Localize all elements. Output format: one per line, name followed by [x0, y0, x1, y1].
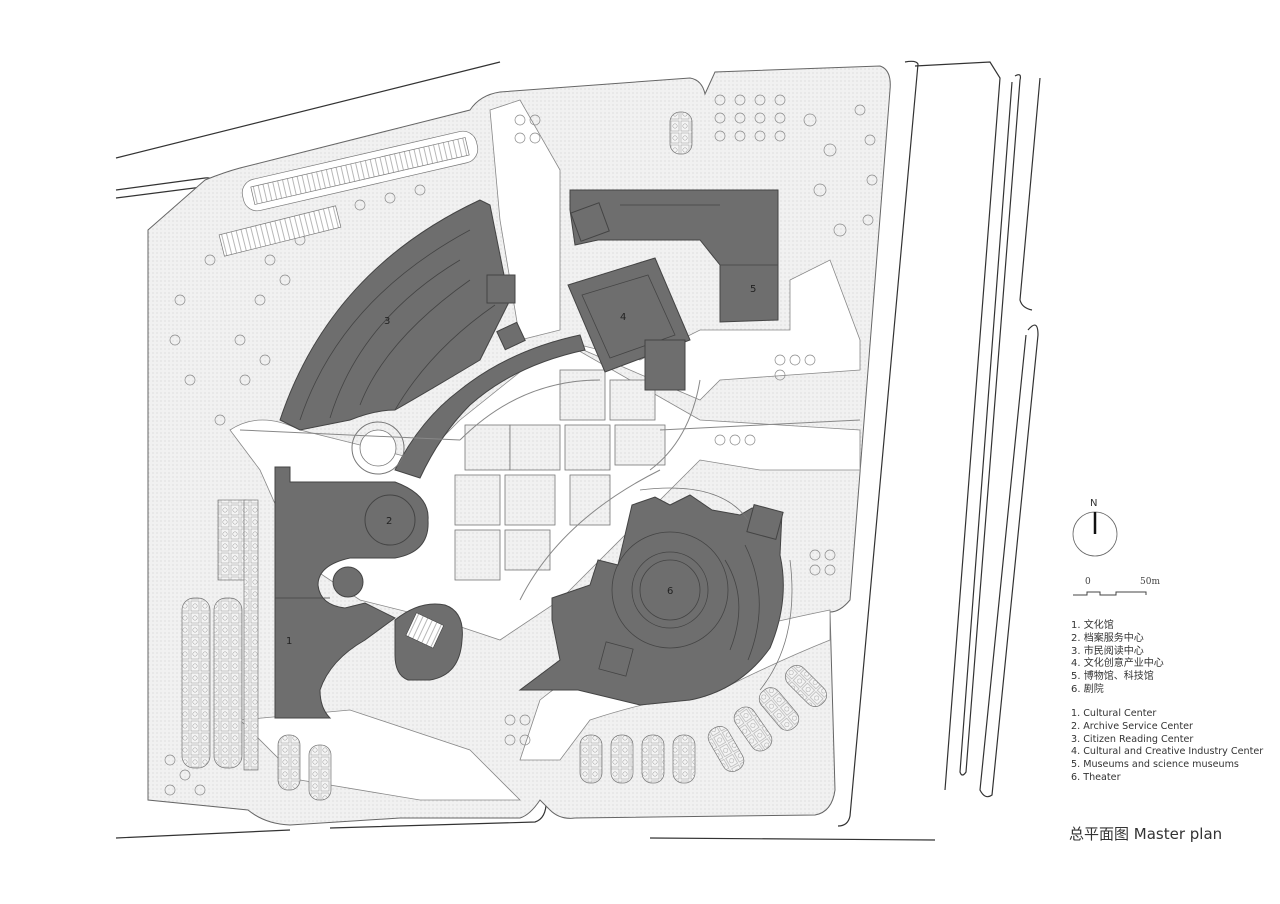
trees — [164, 94, 878, 796]
building-5-museums: 5 — [569, 189, 779, 323]
scale-end-label: 50m — [1140, 577, 1160, 587]
building-3-citizen-reading-center: 3 — [279, 199, 516, 431]
legend-item: 2. 档案服务中心 — [1071, 632, 1144, 644]
legend-item: 6. Theater — [1071, 771, 1121, 783]
plaza-grid — [454, 369, 666, 581]
legend-item: 4. 文化创意产业中心 — [1071, 658, 1164, 670]
building-label: 4 — [620, 312, 626, 323]
scale-start-label: 0 — [1085, 577, 1091, 587]
legend-item: 4. Cultural and Creative Industry Center — [1071, 746, 1264, 758]
legend-chinese: 1. 文化馆 2. 档案服务中心 3. 市民阅读中心 4. 文化创意产业中心 5… — [1071, 620, 1164, 697]
legend-item: 6. 剧院 — [1071, 683, 1104, 695]
legend-item: 2. Archive Service Center — [1071, 720, 1193, 732]
legend-item: 1. Cultural Center — [1071, 708, 1157, 719]
building-4-cultural-creative-industry-center: 4 — [567, 257, 691, 391]
building-label: 3 — [384, 316, 390, 327]
walkways — [239, 379, 861, 601]
building-label: 6 — [667, 586, 673, 597]
legend-english: 1. Cultural Center 2. Archive Service Ce… — [1071, 708, 1263, 785]
connector-corridor — [394, 334, 586, 479]
legend-item: 5. 博物馆、科技馆 — [1071, 671, 1154, 683]
scale-bar — [1073, 591, 1147, 596]
drawing-title: 总平面图 Master plan — [1069, 825, 1223, 843]
parking — [181, 111, 827, 801]
legend-item: 3. Citizen Reading Center — [1071, 733, 1194, 745]
legend-item: 3. 市民阅读中心 — [1071, 645, 1144, 657]
north-arrow-icon — [1072, 511, 1118, 557]
building-1-2-cultural-archive: 2 1 — [274, 466, 463, 719]
legend-item: 1. 文化馆 — [1071, 620, 1114, 631]
roads — [115, 60, 1041, 841]
building-label: 5 — [750, 284, 756, 295]
building-6-theater: 6 — [518, 487, 793, 706]
building-label: 2 — [386, 516, 392, 527]
north-label: N — [1090, 498, 1098, 509]
building-label: 1 — [286, 636, 292, 647]
legend-item: 5. Museums and science museums — [1071, 759, 1239, 771]
